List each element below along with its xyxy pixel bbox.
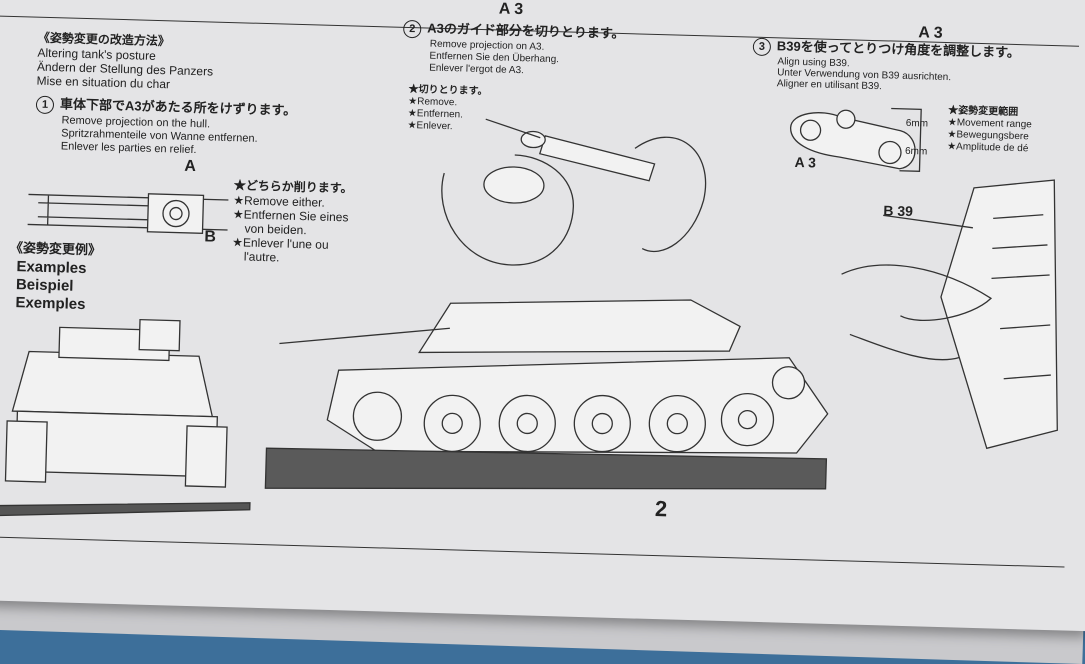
top-label-a3-left: A 3 bbox=[498, 0, 524, 19]
page-number: 2 bbox=[654, 496, 668, 522]
step3-dim-2: 6mm bbox=[904, 145, 928, 158]
cutting-hands-illustration bbox=[441, 118, 707, 266]
examples-title-jp: 《姿勢変更例》 bbox=[9, 239, 102, 258]
hull-diagram bbox=[27, 193, 229, 234]
step1-note-fr2: l'autre. bbox=[243, 249, 280, 265]
step2-number: 2 bbox=[402, 19, 422, 39]
examples-de: Beispiel bbox=[15, 276, 74, 295]
step1-number: 1 bbox=[35, 95, 55, 115]
step1-label-a: A bbox=[184, 157, 197, 176]
step3-range-fr: ★Amplitude de dé bbox=[947, 141, 1029, 155]
tank-front-view-illustration bbox=[0, 318, 251, 517]
step2-note-en: ★Remove. bbox=[408, 96, 458, 109]
hull-alignment-illustration bbox=[841, 179, 1058, 450]
top-label-a3-right: A 3 bbox=[918, 24, 943, 42]
step3-label-a3: A 3 bbox=[794, 153, 817, 171]
step2-jp: A3のガイド部分を切りとります。 bbox=[427, 20, 625, 42]
a3-part-diagram bbox=[789, 107, 922, 172]
examples-en: Examples bbox=[16, 258, 87, 278]
step3-range-jp: ★姿勢変更範囲 bbox=[948, 105, 1019, 119]
tank-side-view-illustration bbox=[264, 299, 829, 490]
step3-dim-1: 6mm bbox=[905, 117, 929, 130]
step1-label-b: B bbox=[204, 228, 217, 246]
step3-number: 3 bbox=[752, 37, 772, 57]
instruction-sheet: A 3 A 3 《姿勢変更の改造方法》 Altering tank's post… bbox=[0, 0, 1085, 632]
